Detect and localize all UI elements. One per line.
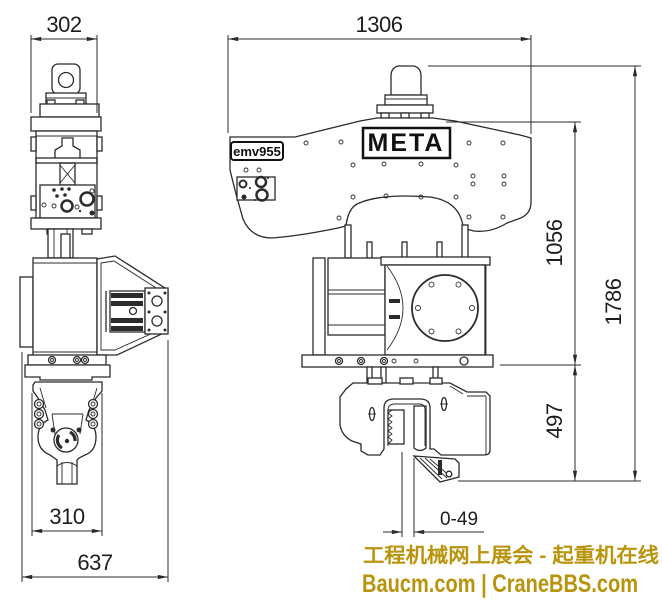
guide-wedge — [412, 455, 460, 483]
fixed-jaw — [387, 409, 405, 445]
dim-label-jaw-range: 0-49 — [440, 509, 478, 530]
brand-label: META — [368, 129, 445, 157]
moving-jaw — [413, 405, 427, 452]
front-valve-block — [236, 175, 276, 202]
dim-total-height: 1786 — [428, 65, 641, 482]
dim-label-front-width: 1306 — [356, 12, 403, 37]
front-clamp — [339, 366, 491, 483]
model-label: emv955 — [233, 144, 281, 159]
front-view: META emv955 — [229, 65, 532, 483]
side-clamp — [24, 354, 111, 485]
dimensions: 302 1306 1056 497 1786 — [21, 12, 641, 582]
dim-label-clamp-width: 310 — [49, 504, 84, 529]
side-suppressor-housing — [30, 116, 103, 259]
dim-label-upper-height: 1056 — [542, 219, 567, 266]
front-suppressor-plate: META emv955 — [229, 117, 532, 239]
plate-bolt-holes — [243, 139, 507, 221]
dim-front-width: 1306 — [227, 12, 532, 134]
dim-clamp-height: 497 — [500, 364, 581, 481]
dim-side-depth: 637 — [21, 340, 169, 582]
side-lifting-lug — [39, 63, 100, 118]
dim-label-side-depth: 637 — [77, 550, 112, 575]
watermark-line1: 工程机械网上展会 - 起重机在线 — [363, 543, 659, 567]
side-view — [19, 63, 169, 485]
model-label-box — [230, 141, 284, 161]
front-base-plate — [301, 354, 494, 368]
side-vibrator-body — [19, 255, 169, 358]
dim-jaw-range: 0-49 — [383, 452, 484, 537]
side-swirl-boss — [53, 427, 79, 453]
front-lifting-pin — [376, 65, 434, 119]
front-vibrator-body — [301, 256, 494, 368]
dim-upper-height: 1056 — [446, 121, 581, 365]
brand-label-box — [361, 126, 452, 160]
front-damper-studs — [344, 224, 469, 259]
dim-label-side-width: 302 — [46, 12, 81, 37]
watermark: 工程机械网上展会 - 起重机在线 Baucm.com | CraneBBS.co… — [362, 543, 660, 599]
dim-label-clamp-height: 497 — [542, 403, 567, 438]
watermark-line2: Baucm.com | CraneBBS.com — [362, 570, 638, 598]
dim-side-width: 302 — [30, 12, 98, 113]
front-flange-circle — [411, 274, 479, 342]
side-hydraulic-block — [105, 287, 169, 335]
dim-label-total-height: 1786 — [601, 278, 626, 325]
dim-clamp-width: 310 — [31, 393, 103, 536]
